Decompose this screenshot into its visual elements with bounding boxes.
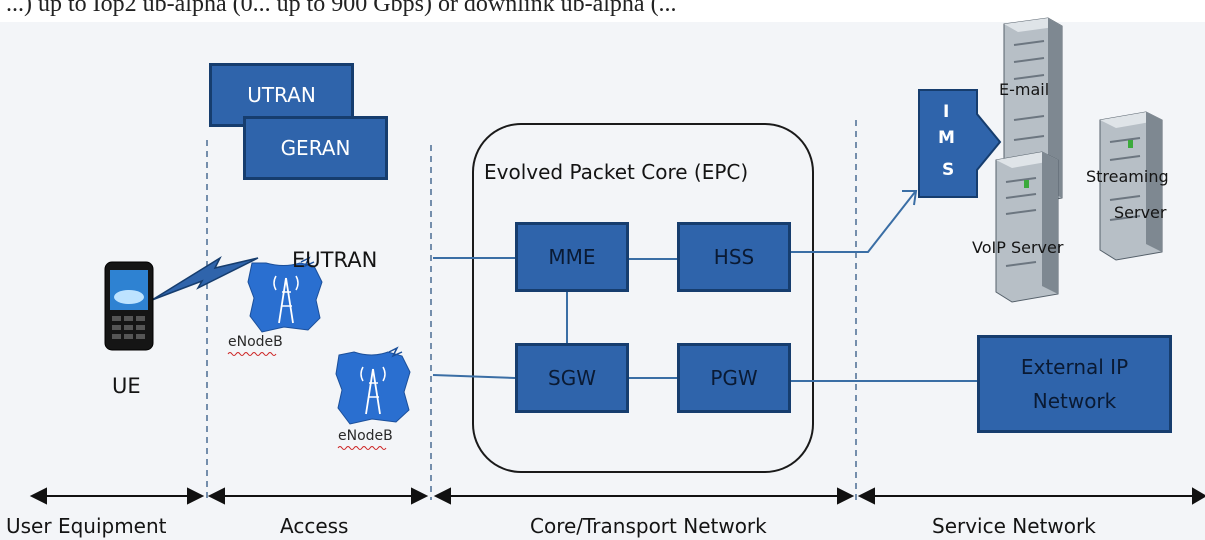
mme-box: MME [515,222,629,292]
enodeb-1-icon [247,256,323,333]
domain-user-equipment: User Equipment [6,514,167,538]
domain-service: Service Network [932,514,1096,538]
voip-label: VoIP Server [972,238,1064,257]
streaming-label-2: Server [1114,203,1167,222]
geran-box: GERAN [243,116,388,180]
cropped-caption: ...) up to Iop2 ub-alpha (0... up to 900… [0,0,1205,22]
ue-label: UE [112,374,141,398]
link-enodeb-sgw [432,374,516,379]
enodeb-2-label: eNodeB [338,428,393,444]
external-ip-label-1: External IP [1020,355,1129,379]
sgw-box: SGW [515,343,629,413]
spellcheck-underline-2 [337,446,387,450]
ims-letter-m: M [938,128,955,148]
ims-letter-i: I [943,102,950,122]
domain-arrows [29,487,1205,505]
epc-title: Evolved Packet Core (EPC) [484,160,749,184]
enodeb-1-label: eNodeB [228,334,283,350]
enodeb-2-icon [335,346,411,425]
voip-server-icon [995,151,1059,303]
epc-container [472,123,814,473]
streaming-server-icon [1099,111,1163,261]
domain-access: Access [280,514,349,538]
hss-box: HSS [677,222,791,292]
pgw-box: PGW [677,343,791,413]
lightning-bolt-icon [151,255,259,301]
mme-label: MME [548,245,596,269]
link-hss-ims [791,191,916,253]
ims-block [918,89,1002,198]
geran-label: GERAN [280,136,351,160]
pgw-label: PGW [710,366,758,390]
spellcheck-underline-1 [227,352,277,356]
email-label: E-mail [999,80,1050,99]
hss-label: HSS [713,245,755,269]
external-ip-network-box: External IP Network [977,335,1172,433]
eutran-label: EUTRAN [292,248,378,272]
ims-letter-s: S [942,160,955,180]
streaming-label-1: Streaming [1086,167,1169,186]
utran-label: UTRAN [247,83,316,107]
phone-icon [104,261,154,351]
arrowhead-ims [902,190,918,206]
sgw-label: SGW [548,366,596,390]
external-ip-label-2: Network [1032,389,1117,413]
caption-fragment: ...) up to Iop2 ub-alpha (0... up to 900… [6,0,677,17]
domain-core: Core/Transport Network [530,514,767,538]
